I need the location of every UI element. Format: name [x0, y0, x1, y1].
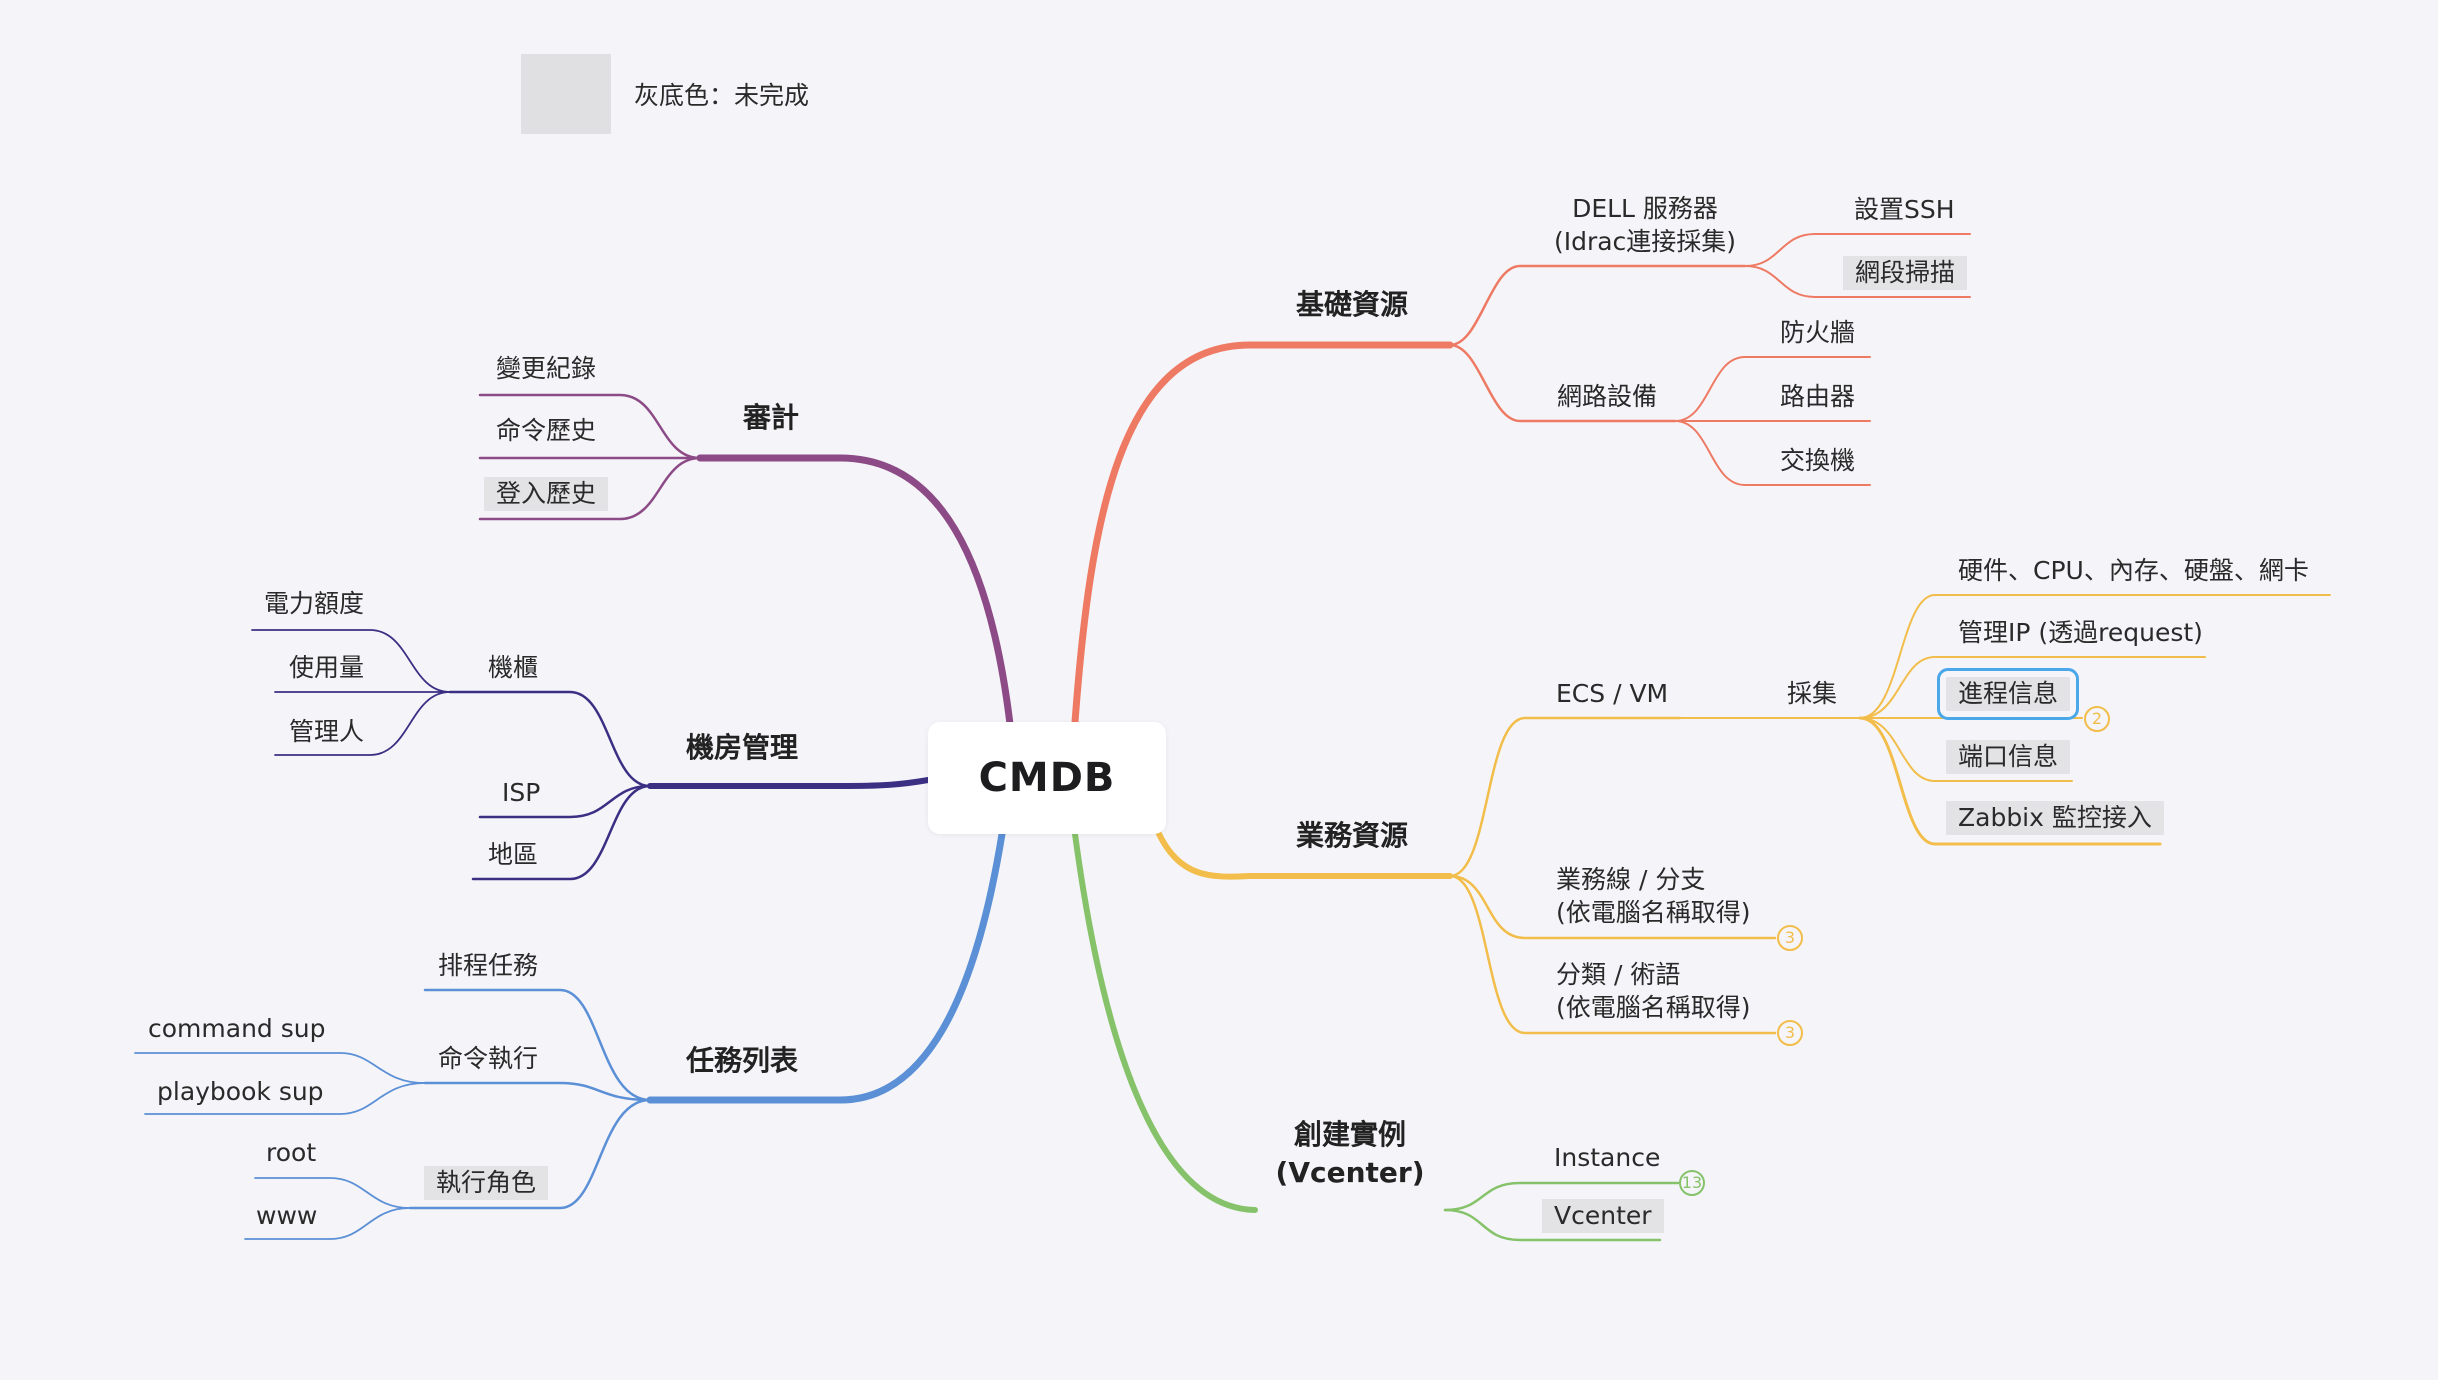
count-badge-category[interactable]: 3: [1777, 1020, 1803, 1046]
root-label: CMDB: [978, 755, 1116, 801]
node-command-history[interactable]: 命令歷史: [496, 416, 597, 445]
connector-mgmt-ip: [1859, 656, 2206, 719]
node-port-info[interactable]: 端口信息: [1946, 740, 2071, 774]
connector-vcenter: [1072, 831, 1258, 1213]
connector-infra: [1071, 341, 1454, 726]
node-instance[interactable]: Instance: [1554, 1143, 1661, 1172]
node-rack[interactable]: 機櫃: [488, 653, 539, 682]
node-business-line[interactable]: 業務線 / 分支 (依電腦名稱取得): [1556, 863, 1751, 929]
topic-infra[interactable]: 基礎資源: [1295, 288, 1409, 321]
legend-label: 灰底色：未完成: [634, 81, 810, 110]
node-category-line2: (依電腦名稱取得): [1556, 993, 1751, 1022]
connector-vcenter-node: [1443, 1208, 1662, 1242]
connector-ssh: [1744, 233, 1971, 267]
node-network-devices[interactable]: 網路設備: [1557, 382, 1658, 411]
node-setup-ssh[interactable]: 設置SSH: [1854, 195, 1955, 224]
connector-manager: [274, 691, 451, 756]
node-dell-server-line1: DELL 服務器: [1572, 194, 1718, 223]
node-category-line1: 分類 / 術語: [1556, 960, 1681, 989]
topic-datacenter[interactable]: 機房管理: [685, 731, 799, 764]
connector-cmd-sup: [134, 1052, 426, 1084]
node-vcenter[interactable]: Vcenter: [1542, 1199, 1664, 1233]
node-manager[interactable]: 管理人: [289, 717, 365, 746]
count-badge-business-line[interactable]: 3: [1777, 925, 1803, 951]
node-power-quota[interactable]: 電力額度: [264, 589, 365, 618]
count-badge-instance[interactable]: 13: [1679, 1170, 1705, 1196]
connector-ecs: [1448, 716, 1682, 878]
node-login-history[interactable]: 登入歷史: [484, 477, 609, 511]
connector-switch: [1674, 420, 1871, 486]
node-subnet-scan[interactable]: 網段掃描: [1843, 256, 1968, 290]
connector-power: [251, 629, 451, 693]
node-ecs-vm[interactable]: ECS / VM: [1556, 679, 1669, 708]
node-process-info[interactable]: 進程信息: [1936, 668, 2080, 720]
node-router[interactable]: 路由器: [1780, 382, 1856, 411]
connector-firewall: [1674, 356, 1871, 422]
connector-root: [254, 1177, 411, 1209]
topic-create-instance-line2: (Vcenter): [1275, 1156, 1425, 1189]
connector-change-log: [478, 393, 702, 460]
node-exec-role[interactable]: 執行角色: [424, 1166, 549, 1200]
node-firewall[interactable]: 防火牆: [1780, 318, 1856, 347]
node-category[interactable]: 分類 / 術語 (依電腦名稱取得): [1556, 958, 1751, 1024]
connector-network: [1448, 343, 1677, 423]
node-region[interactable]: 地區: [488, 840, 539, 869]
node-change-log[interactable]: 變更紀錄: [496, 354, 597, 383]
legend-swatch: [521, 54, 611, 134]
node-management-ip[interactable]: 管理IP (透過request): [1958, 618, 2203, 647]
connector-isp: [478, 784, 652, 819]
connector-region: [471, 784, 652, 881]
node-command-sup[interactable]: command sup: [148, 1014, 326, 1043]
topic-create-instance[interactable]: 創建實例 (Vcenter): [1276, 1116, 1425, 1192]
connector-business-line: [1448, 874, 1777, 940]
connector-port: [1859, 717, 2073, 782]
topic-audit[interactable]: 審計: [742, 401, 800, 434]
connector-datacenter: [647, 777, 931, 789]
connector-audit: [696, 454, 1014, 728]
node-usage[interactable]: 使用量: [289, 653, 365, 682]
connector-zabbix: [1858, 716, 2162, 846]
connector-business: [1155, 829, 1453, 880]
connector-playbook-sup: [144, 1082, 426, 1115]
connector-tasks: [646, 830, 1006, 1104]
node-isp[interactable]: ISP: [502, 778, 541, 807]
node-switch[interactable]: 交換機: [1780, 446, 1856, 475]
node-collect[interactable]: 採集: [1787, 679, 1838, 708]
node-playbook-sup[interactable]: playbook sup: [157, 1077, 324, 1106]
connector-schedule: [423, 988, 652, 1102]
node-zabbix[interactable]: Zabbix 監控接入: [1946, 801, 2164, 835]
connector-login-history: [478, 456, 702, 521]
node-business-line-line1: 業務線 / 分支: [1556, 865, 1706, 894]
topic-task-list[interactable]: 任務列表: [685, 1044, 799, 1077]
node-dell-server-line2: (Idrac連接採集): [1553, 227, 1737, 256]
count-badge-process[interactable]: 2: [2084, 706, 2110, 732]
node-dell-server[interactable]: DELL 服務器 (Idrac連接採集): [1554, 192, 1736, 258]
connector-instance: [1443, 1181, 1680, 1212]
connector-dell: [1448, 264, 1747, 347]
node-hardware-info[interactable]: 硬件、CPU、內存、硬盤、網卡: [1958, 556, 2309, 585]
connector-rack: [448, 690, 652, 788]
node-scheduled-tasks[interactable]: 排程任務: [438, 951, 539, 980]
topic-create-instance-line1: 創建實例: [1293, 1118, 1406, 1151]
topic-business[interactable]: 業務資源: [1295, 819, 1409, 852]
connector-category: [1448, 874, 1777, 1035]
connector-exec: [423, 1081, 652, 1102]
connector-hardware: [1859, 594, 2331, 719]
node-www[interactable]: www: [256, 1201, 318, 1230]
node-business-line-line2: (依電腦名稱取得): [1556, 898, 1751, 927]
root-node[interactable]: CMDB: [928, 722, 1166, 834]
connector-www: [244, 1207, 411, 1240]
connector-scan: [1744, 265, 1971, 298]
node-command-exec[interactable]: 命令執行: [438, 1044, 539, 1073]
connector-role: [408, 1098, 652, 1210]
node-root[interactable]: root: [266, 1138, 317, 1167]
